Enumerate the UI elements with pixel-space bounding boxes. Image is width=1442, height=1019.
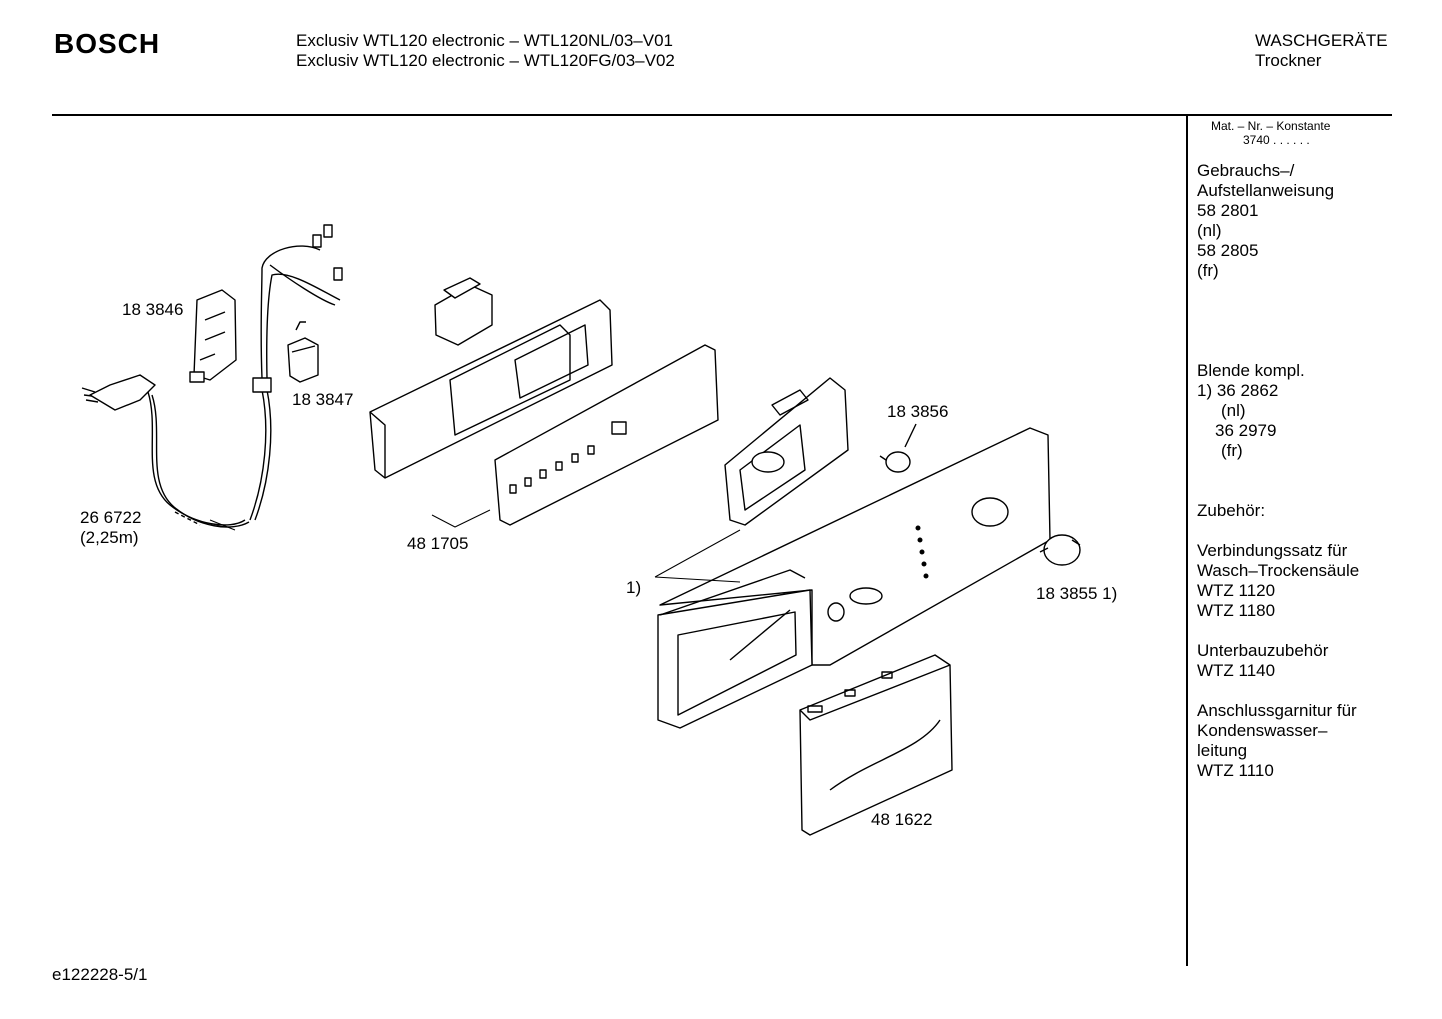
drain-title-3: leitung xyxy=(1197,741,1248,760)
mat-nr-value: 3740 . . . . . . xyxy=(1243,133,1310,147)
manual-fr-nr: 58 2805 xyxy=(1197,241,1259,260)
drain-title-2: Kondenswasser– xyxy=(1197,721,1328,740)
part-183847 xyxy=(287,321,319,383)
manual-title-2: Aufstellanweisung xyxy=(1197,181,1335,200)
label-481705: 48 1705 xyxy=(407,534,469,553)
kit-title-2: Wasch–Trockensäule xyxy=(1197,561,1360,580)
category: WASCHGERÄTE xyxy=(1255,31,1388,50)
part-481705 xyxy=(369,299,719,526)
model-line-2: Exclusiv WTL120 electronic – WTL120FG/03… xyxy=(296,51,675,70)
kit-nr-1: WTZ 1120 xyxy=(1197,581,1276,600)
label-183856: 18 3856 xyxy=(887,402,949,421)
leader-lines xyxy=(209,509,741,583)
label-183855: 18 3855 1) xyxy=(1036,584,1118,603)
model-list: Exclusiv WTL120 electronic – WTL120NL/03… xyxy=(296,31,675,71)
panel-title: Blende kompl. xyxy=(1197,361,1305,380)
accessories-title: Zubehör: xyxy=(1197,501,1266,520)
label-481622: 48 1622 xyxy=(871,810,933,829)
part-183846 xyxy=(189,289,237,383)
label-266722-length: (2,25m) xyxy=(80,528,139,547)
kit-title-1: Verbindungssatz für xyxy=(1197,541,1348,560)
kit-nr-2: WTZ 1180 xyxy=(1197,601,1276,620)
label-183847: 18 3847 xyxy=(292,390,354,409)
front-panel xyxy=(657,427,1051,729)
part-183855 xyxy=(1039,534,1081,566)
sidebar-divider xyxy=(1186,116,1188,966)
panel-nl-lang: (nl) xyxy=(1221,401,1246,420)
drain-title-1: Anschlussgarnitur für xyxy=(1197,701,1357,720)
sidebar: Mat. – Nr. – Konstante 3740 . . . . . . … xyxy=(1197,119,1359,781)
part-481622 xyxy=(799,654,953,836)
brand-logo: BOSCH xyxy=(54,28,161,59)
label-panel-ref: 1) xyxy=(626,578,642,597)
drain-nr: WTZ 1110 xyxy=(1197,761,1274,780)
part-183856 xyxy=(879,423,917,473)
category-block: WASCHGERÄTE Trockner xyxy=(1255,31,1388,71)
manual-fr-lang: (fr) xyxy=(1197,261,1219,280)
label-266722: 26 6722 xyxy=(80,508,142,527)
exploded-view-diagram xyxy=(81,224,1081,836)
manual-title-1: Gebrauchs–/ xyxy=(1197,161,1295,180)
manual-nl-nr: 58 2801 xyxy=(1197,201,1259,220)
panel-nl-nr: 1) 36 2862 xyxy=(1197,381,1279,400)
mat-nr-title: Mat. – Nr. – Konstante xyxy=(1211,119,1331,133)
panel-fr-lang: (fr) xyxy=(1221,441,1243,460)
header-rule xyxy=(52,114,1392,116)
under-title: Unterbauzubehör xyxy=(1197,641,1329,660)
label-183846: 18 3846 xyxy=(122,300,184,319)
switch-module xyxy=(434,277,493,346)
document-id: e122228-5/1 xyxy=(52,965,148,984)
under-nr: WTZ 1140 xyxy=(1197,661,1276,680)
subcategory: Trockner xyxy=(1255,51,1322,70)
control-module xyxy=(724,377,849,526)
manual-nl-lang: (nl) xyxy=(1197,221,1222,240)
model-line-1: Exclusiv WTL120 electronic – WTL120NL/03… xyxy=(296,31,674,50)
panel-fr-nr: 36 2979 xyxy=(1215,421,1277,440)
